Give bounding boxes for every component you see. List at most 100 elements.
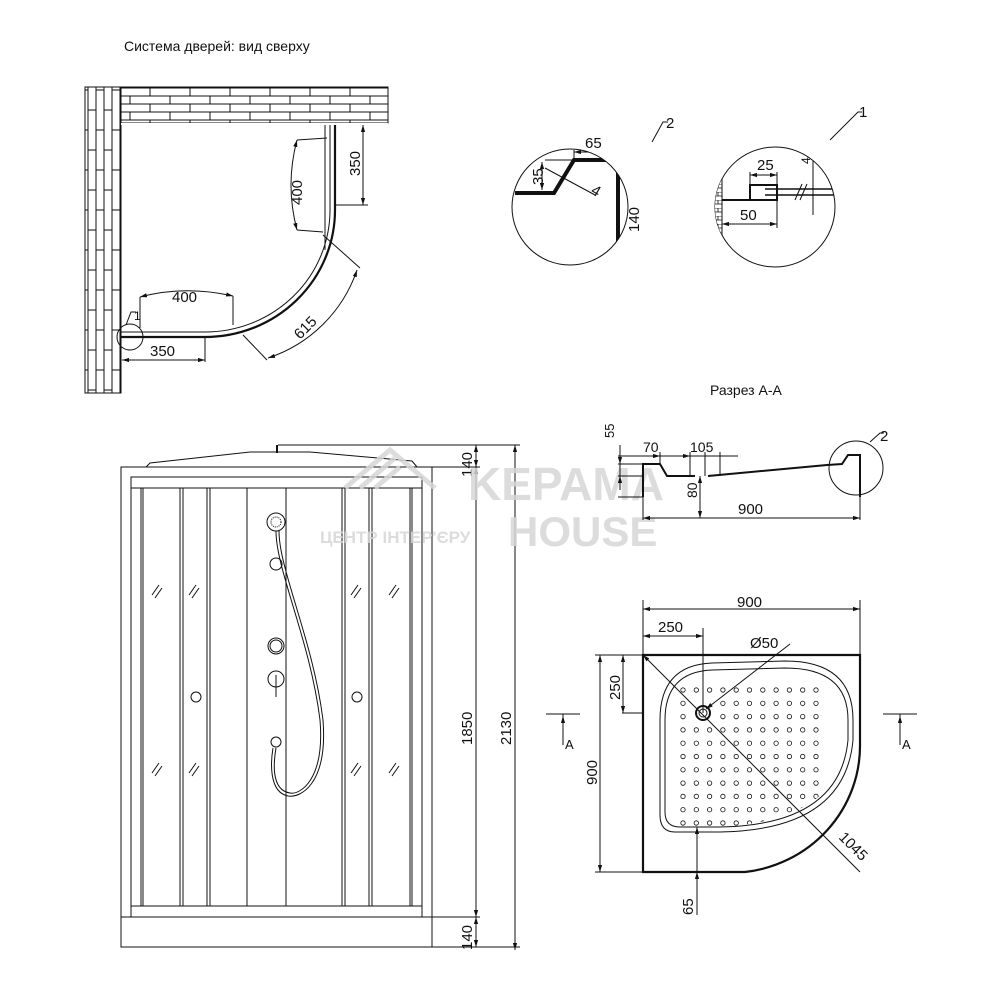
- anti-slip-dot: [680, 727, 686, 733]
- tray-dim-900-left: 900: [584, 760, 601, 785]
- anti-slip-dot: [786, 713, 793, 720]
- anti-slip-dot: [720, 753, 726, 760]
- anti-slip-dot: [760, 807, 766, 813]
- anti-slip-dot: [693, 767, 699, 773]
- detail1-dim-4: 4: [799, 157, 813, 164]
- diverter-icon: [267, 637, 285, 655]
- detail1-callout: 1: [859, 104, 867, 121]
- section-dim-55: 55: [602, 424, 617, 438]
- anti-slip-dot: [800, 767, 806, 773]
- detail2-callout: 2: [666, 115, 674, 132]
- section-dim-70: 70: [643, 439, 659, 455]
- watermark-tagline: ЦЕНТР ІНТЕР'ЄРУ: [320, 528, 471, 547]
- anti-slip-dot: [733, 700, 739, 706]
- wall-left: [84, 86, 122, 394]
- anti-slip-dot: [720, 727, 726, 733]
- section-marker-left: A: [565, 737, 574, 752]
- anti-slip-dot: [813, 767, 819, 773]
- section-title: Разрез А-А: [710, 382, 782, 398]
- dim-615: 615: [291, 313, 321, 343]
- anti-slip-dot: [786, 793, 793, 800]
- anti-slip-dot: [746, 687, 753, 693]
- anti-slip-dot: [720, 807, 726, 813]
- anti-slip-dot: [693, 727, 699, 733]
- detail-2: 65 35 4 140 2: [511, 115, 674, 266]
- anti-slip-dot: [733, 820, 739, 826]
- anti-slip-dot: [760, 700, 766, 706]
- tray-dim-250-x: 250: [658, 619, 683, 636]
- section-dim-900: 900: [738, 501, 763, 518]
- anti-slip-dot: [706, 687, 713, 693]
- watermark-logo: KEPAMA HOUSE ЦЕНТР ІНТЕР'ЄРУ: [320, 446, 664, 555]
- anti-slip-dot: [746, 713, 753, 720]
- front-view: 140 1850 2130 140: [120, 444, 520, 950]
- anti-slip-dot: [733, 740, 739, 746]
- anti-slip-dot: [706, 820, 713, 826]
- anti-slip-dot: [693, 687, 699, 693]
- anti-slip-dot: [706, 740, 713, 746]
- anti-slip-dot: [786, 740, 793, 746]
- anti-slip-dot: [706, 793, 713, 800]
- anti-slip-dot: [720, 713, 726, 720]
- cabin-body: [120, 466, 433, 948]
- anti-slip-dot: [733, 713, 739, 720]
- anti-slip-dot: [800, 727, 806, 733]
- anti-slip-dot: [813, 713, 819, 720]
- watermark-brand-line1: KEPAMA: [468, 458, 664, 510]
- detail2-dim-140: 140: [626, 207, 643, 232]
- hose-outlet-icon: [270, 736, 282, 748]
- anti-slip-dot: [760, 687, 766, 693]
- anti-slip-dot: [800, 740, 806, 746]
- anti-slip-dot: [680, 780, 686, 786]
- anti-slip-dot: [773, 700, 779, 706]
- top-view-title: Система дверей: вид сверху: [124, 38, 310, 54]
- anti-slip-dot: [746, 727, 753, 733]
- tray-dim-250-y: 250: [607, 675, 624, 700]
- anti-slip-dot: [680, 767, 686, 773]
- anti-slip-dot: [800, 700, 806, 706]
- anti-slip-dot: [786, 767, 793, 773]
- anti-slip-dot: [720, 700, 726, 706]
- section-a-a: Разрез А-А 2 55 70 105 80 900: [602, 382, 888, 521]
- anti-slip-dot: [746, 740, 753, 746]
- anti-slip-dot: [733, 793, 739, 800]
- anti-slip-dot: [706, 807, 713, 813]
- dim-350-right: 350: [347, 151, 364, 176]
- anti-slip-dot: [733, 780, 739, 786]
- anti-slip-dot: [733, 807, 739, 813]
- shower-head-icon: [266, 512, 286, 532]
- section-dim-105: 105: [690, 439, 714, 455]
- anti-slip-dot: [773, 687, 779, 693]
- anti-slip-dot: [786, 727, 793, 733]
- top-view: Система дверей: вид сверху 350 400 400 6…: [84, 38, 389, 394]
- anti-slip-dot: [786, 753, 793, 760]
- detail1-dim-25: 25: [757, 157, 774, 174]
- anti-slip-dot: [813, 687, 819, 693]
- anti-slip-dot: [693, 780, 699, 786]
- anti-slip-dot: [786, 780, 793, 786]
- anti-slip-dot: [733, 687, 739, 693]
- anti-slip-dot: [760, 740, 766, 746]
- anti-slip-dot: [706, 780, 713, 786]
- front-dim-1850: 1850: [459, 712, 476, 745]
- anti-slip-dot: [800, 820, 806, 826]
- detail2-dim-65: 65: [585, 135, 602, 152]
- tray-dim-1045: 1045: [835, 829, 871, 865]
- anti-slip-dot: [680, 793, 686, 800]
- shower-hose: [273, 530, 322, 794]
- anti-slip-dot: [813, 820, 819, 826]
- anti-slip-dot: [746, 807, 753, 813]
- anti-slip-dot: [813, 780, 819, 786]
- tray-dim-65: 65: [680, 898, 697, 915]
- dim-350-bottom: 350: [150, 343, 175, 360]
- anti-slip-dot: [680, 687, 686, 693]
- section-callout: 2: [880, 428, 888, 445]
- front-dim-140-top: 140: [459, 452, 476, 477]
- anti-slip-dot: [680, 740, 686, 746]
- anti-slip-dot: [773, 793, 779, 800]
- anti-slip-dot: [720, 780, 726, 786]
- callout-1: 1: [134, 309, 141, 323]
- anti-slip-dot: [706, 727, 713, 733]
- anti-slip-dot: [720, 687, 726, 693]
